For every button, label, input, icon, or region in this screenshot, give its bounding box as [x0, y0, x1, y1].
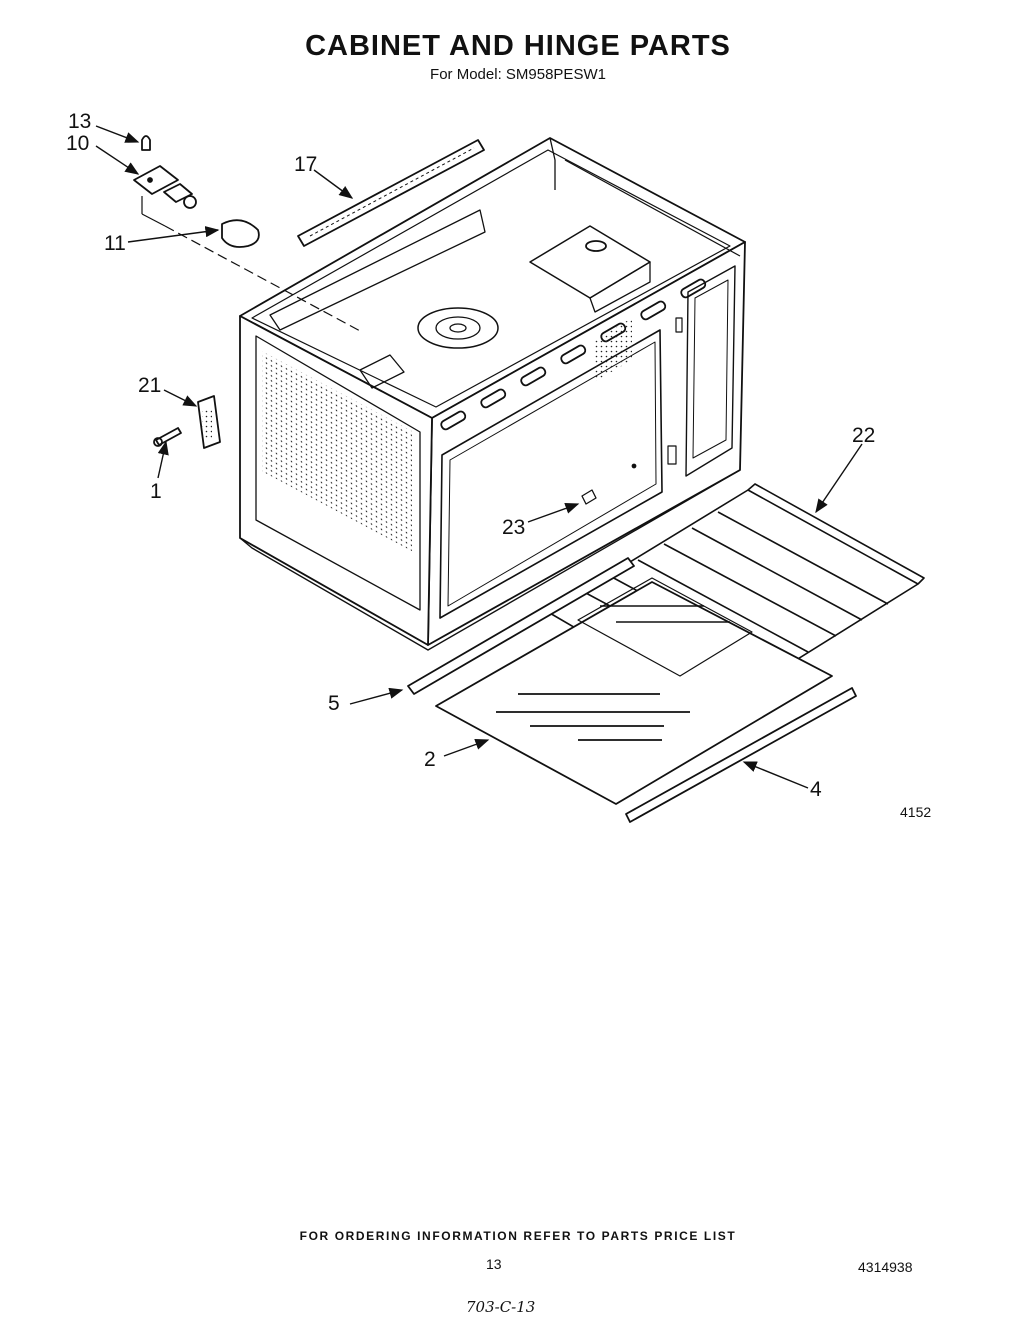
- part-17-strip: [297, 139, 485, 247]
- ordering-note: FOR ORDERING INFORMATION REFER TO PARTS …: [299, 1229, 737, 1243]
- cabinet-frame: [239, 137, 746, 651]
- page-number: 13: [486, 1256, 502, 1272]
- page-title: CABINET AND HINGE PARTS: [305, 30, 731, 62]
- callout-11: 11: [104, 232, 126, 255]
- callout-10: 10: [66, 132, 90, 155]
- callout-2: 2: [424, 748, 436, 771]
- leader-lines: [95, 125, 863, 789]
- callout-13: 13: [68, 110, 92, 133]
- part-2-panel: [435, 577, 833, 805]
- handwritten-note: 703-C-13: [466, 1298, 536, 1316]
- callout-22: 22: [852, 424, 876, 447]
- lamp-assembly: [133, 135, 363, 333]
- part-4-strip: [625, 687, 857, 823]
- model-subtitle: For Model: SM958PESW1: [430, 66, 606, 83]
- callout-4: 4: [810, 778, 822, 801]
- callout-23: 23: [502, 516, 526, 539]
- callout-5: 5: [328, 692, 340, 715]
- callout-17: 17: [294, 153, 318, 176]
- callout-21: 21: [138, 374, 162, 397]
- part-5-strip: [407, 557, 635, 695]
- callout-1: 1: [150, 480, 162, 503]
- part-1-screw: [153, 427, 182, 447]
- figure-number: 4152: [900, 804, 932, 820]
- part-21-block: [197, 395, 221, 449]
- document-number: 4314938: [858, 1259, 913, 1275]
